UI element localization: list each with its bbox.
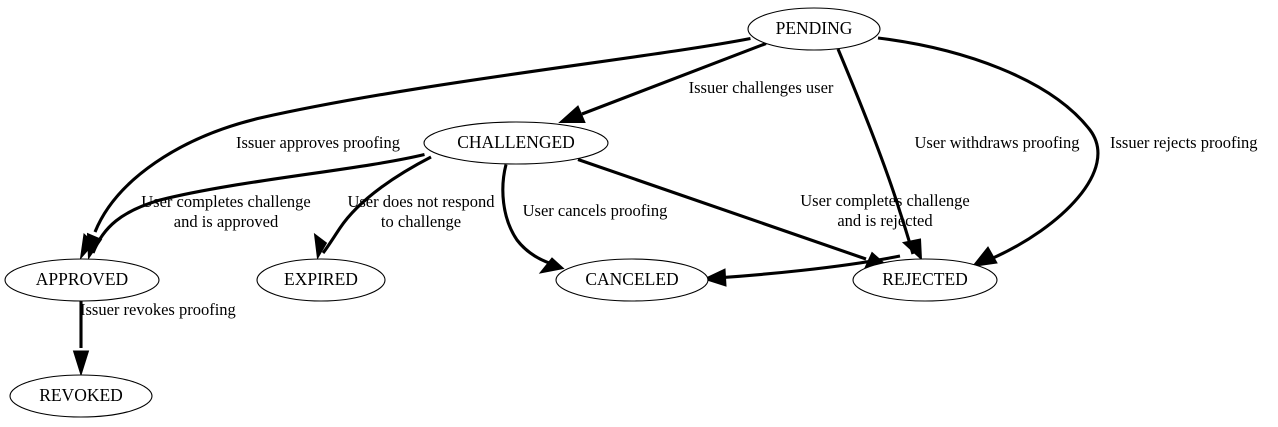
node-shape (423, 121, 609, 165)
edge-label-issuer-challenges-user: Issuer challenges user (689, 78, 834, 97)
edge-label-issuer-revokes-proofing: Issuer revokes proofing (80, 300, 236, 319)
arrowhead-icon (72, 350, 90, 377)
node-rejected[interactable]: REJECTED (852, 258, 998, 302)
edge-path (501, 164, 553, 266)
node-shape (747, 7, 881, 51)
edge-path (581, 42, 767, 116)
node-shape (852, 258, 998, 302)
edge-path (91, 152, 425, 254)
edges-layer (72, 36, 1100, 377)
node-shape (9, 374, 153, 418)
node-canceled[interactable]: CANCELED (555, 258, 709, 302)
edge-challenged-to-canceled[interactable] (501, 164, 565, 274)
edge-rejected-side-to-canceled[interactable] (702, 254, 901, 287)
arrowhead-icon (702, 268, 727, 287)
edge-pending-to-rejected-withdraw[interactable] (836, 48, 923, 261)
edge-label-user-completes-challenge-rejected-line1: User completes challenge (800, 191, 970, 210)
edge-label-user-completes-challenge-rejected-line2: and is rejected (837, 211, 933, 230)
node-revoked[interactable]: REVOKED (9, 374, 153, 418)
edge-label-user-completes-challenge-approved-line2: and is approved (174, 212, 279, 231)
edge-path (877, 36, 1100, 260)
edge-label-user-withdraws-proofing: User withdraws proofing (915, 133, 1080, 152)
node-shape (4, 258, 160, 302)
edge-path (715, 254, 901, 280)
node-expired[interactable]: EXPIRED (256, 258, 386, 302)
edge-label-user-completes-challenge-approved-line1: User completes challenge (141, 192, 311, 211)
arrowhead-icon (538, 257, 565, 274)
edge-pending-to-challenged[interactable] (558, 42, 767, 123)
edge-challenged-to-rejected[interactable] (577, 158, 890, 271)
edge-label-issuer-approves-proofing: Issuer approves proofing (236, 133, 400, 152)
node-pending[interactable]: PENDING (747, 7, 881, 51)
node-shape (256, 258, 386, 302)
arrowhead-icon (901, 238, 923, 261)
edge-path (836, 48, 915, 255)
edge-challenged-to-approved[interactable] (79, 152, 425, 261)
edge-path (93, 36, 751, 233)
edge-label-issuer-rejects-proofing: Issuer rejects proofing (1110, 133, 1258, 152)
edge-label-user-cancels-proofing: User cancels proofing (523, 201, 668, 220)
edge-pending-to-approved[interactable] (86, 36, 751, 261)
edge-approved-to-revoked[interactable] (72, 301, 90, 377)
arrowhead-icon (971, 246, 998, 268)
edge-path (321, 155, 432, 254)
edge-label-user-does-not-respond-line2: to challenge (381, 212, 461, 231)
edge-path (577, 158, 867, 261)
edge-challenged-to-expired[interactable] (313, 155, 432, 261)
node-challenged[interactable]: CHALLENGED (423, 121, 609, 165)
arrowhead-icon (79, 233, 95, 261)
node-shape (555, 258, 709, 302)
arrowhead-icon (558, 105, 586, 123)
edge-pending-to-rejected[interactable] (877, 36, 1100, 268)
arrowhead-icon (313, 232, 328, 261)
node-approved[interactable]: APPROVED (4, 258, 160, 302)
nodes-layer: PENDING CHALLENGED APPROVED EXPIRED CANC… (4, 7, 998, 418)
